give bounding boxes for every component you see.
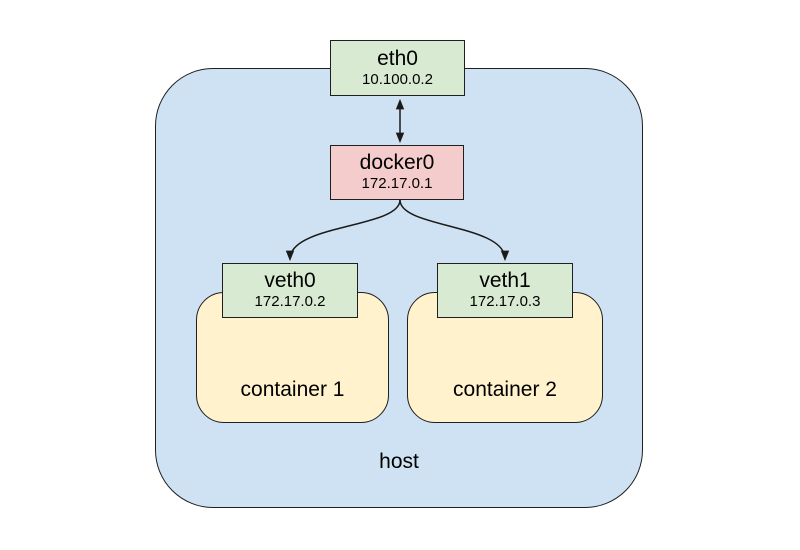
node-veth0: veth0 172.17.0.2 bbox=[222, 263, 358, 318]
node-eth0-label: eth0 bbox=[377, 46, 418, 70]
node-veth0-label: veth0 bbox=[264, 269, 316, 293]
node-eth0: eth0 10.100.0.2 bbox=[330, 40, 465, 96]
host-label: host bbox=[379, 450, 419, 473]
container-1-label: container 1 bbox=[240, 378, 345, 401]
node-docker0-label: docker0 bbox=[359, 151, 435, 175]
node-docker0-ip: 172.17.0.1 bbox=[361, 175, 433, 193]
node-veth1-label: veth1 bbox=[479, 269, 531, 293]
node-veth1-ip: 172.17.0.3 bbox=[469, 293, 541, 311]
node-veth0-ip: 172.17.0.2 bbox=[254, 293, 326, 311]
node-veth1: veth1 172.17.0.3 bbox=[437, 263, 573, 318]
node-eth0-ip: 10.100.0.2 bbox=[362, 70, 433, 88]
container-2-label: container 2 bbox=[453, 378, 557, 401]
node-docker0: docker0 172.17.0.1 bbox=[330, 145, 464, 200]
